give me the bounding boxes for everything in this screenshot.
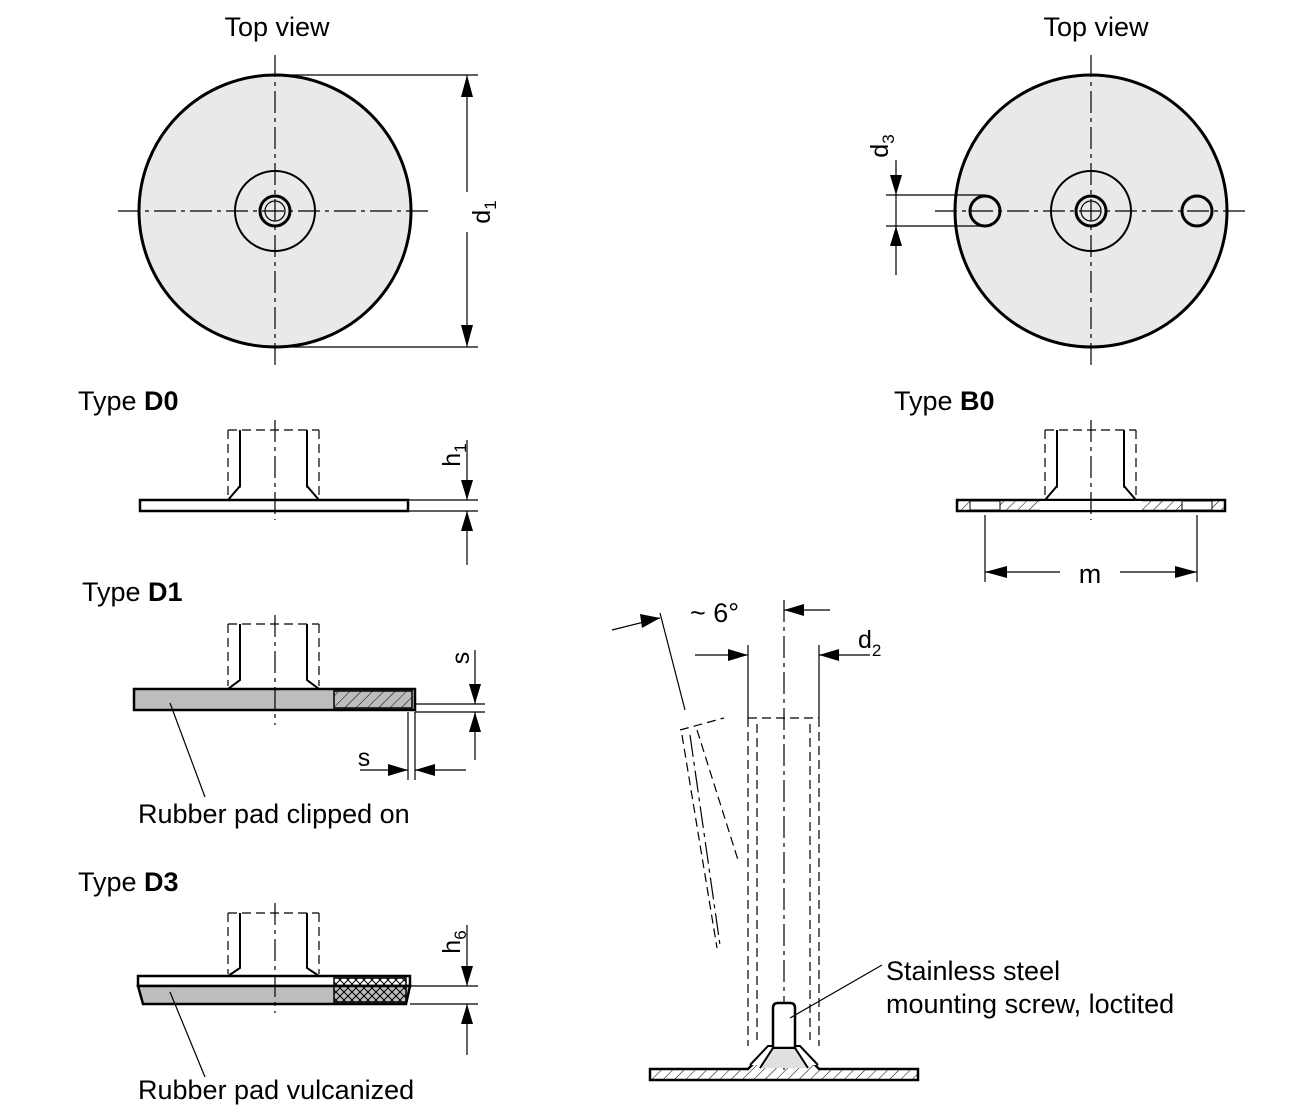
stem-hidden-outline bbox=[747, 717, 820, 1046]
type-d3-code: D3 bbox=[144, 867, 179, 897]
dimension-h6: h6 bbox=[410, 925, 478, 1055]
top-view-right: Top view d3 bbox=[866, 12, 1250, 366]
svg-text:h6: h6 bbox=[438, 930, 470, 953]
type-d0-prefix: Type bbox=[78, 386, 144, 416]
rubber-pad-section bbox=[333, 690, 413, 709]
dimension-m: m bbox=[984, 515, 1198, 589]
type-d0-section: Type D0 h1 bbox=[78, 386, 478, 565]
leader-rubber-vulcanized bbox=[169, 991, 206, 1078]
type-d1-section: Type D1 s s Rubber bbox=[82, 577, 485, 829]
h6-base: h bbox=[438, 940, 466, 954]
d2-sub: 2 bbox=[872, 641, 881, 660]
angle-arrow-head bbox=[784, 604, 804, 616]
type-b0-prefix: Type bbox=[894, 386, 960, 416]
stem-outline-d1 bbox=[227, 624, 320, 690]
type-d1-label: Type D1 bbox=[82, 577, 183, 607]
type-d1-prefix: Type bbox=[82, 577, 148, 607]
type-b0-label: Type B0 bbox=[894, 386, 995, 416]
screw-label-line2: mounting screw, loctited bbox=[886, 989, 1174, 1019]
dimension-d1: d1 bbox=[275, 74, 500, 348]
leader-screw bbox=[789, 964, 883, 1019]
svg-text:h1: h1 bbox=[438, 443, 470, 466]
type-d0-code: D0 bbox=[144, 386, 179, 416]
stem-hidden-lines-d1 bbox=[227, 623, 320, 686]
rubber-vulcanized-label: Rubber pad vulcanized bbox=[138, 1075, 414, 1105]
d2-base: d bbox=[858, 626, 872, 654]
tilt-arrow-head bbox=[640, 614, 660, 628]
type-d0-label: Type D0 bbox=[78, 386, 179, 416]
s-side-label: s bbox=[358, 744, 371, 772]
type-b0-section: Type B0 m bbox=[894, 386, 1227, 589]
angle-label: ~ 6° bbox=[690, 598, 739, 628]
top-view-left: Top view d1 bbox=[118, 12, 500, 366]
stem-hidden-lines bbox=[227, 429, 320, 498]
type-d3-label: Type D3 bbox=[78, 867, 179, 897]
leveling-foot-section: ~ 6° d2 Stainless steel mounting screw, … bbox=[611, 598, 1174, 1082]
stem-outline-b0 bbox=[1044, 430, 1137, 501]
dimension-s-top: s bbox=[415, 650, 485, 760]
tilt-extension-line bbox=[659, 612, 686, 711]
svg-text:d3: d3 bbox=[866, 134, 898, 157]
h1-sub: 1 bbox=[451, 443, 470, 452]
top-view-left-title: Top view bbox=[224, 12, 330, 42]
rubber-pad-vulcanized-section bbox=[333, 977, 407, 1003]
type-d3-prefix: Type bbox=[78, 867, 144, 897]
screw-label-line1: Stainless steel bbox=[886, 956, 1060, 986]
tilted-stem-ghost bbox=[679, 717, 739, 949]
type-d1-code: D1 bbox=[148, 577, 183, 607]
dimension-s-side: s bbox=[358, 712, 466, 780]
d1-base: d bbox=[468, 210, 496, 224]
stem-hidden-lines-d3 bbox=[227, 912, 320, 974]
d3-base: d bbox=[866, 144, 894, 158]
rubber-clipped-label: Rubber pad clipped on bbox=[138, 799, 410, 829]
dimension-h1: h1 bbox=[408, 440, 478, 565]
leader-rubber-clipped bbox=[169, 702, 206, 798]
screw-head bbox=[759, 1047, 809, 1069]
h1-base: h bbox=[438, 453, 466, 467]
mounting-screw bbox=[771, 1001, 797, 1050]
d2-label: d2 bbox=[858, 626, 881, 660]
s-top-label: s bbox=[447, 652, 475, 665]
dimension-d3: d3 bbox=[866, 134, 985, 275]
d3-sub: 3 bbox=[879, 134, 898, 143]
top-view-right-title: Top view bbox=[1043, 12, 1149, 42]
tilted-centerline bbox=[689, 734, 721, 946]
d1-sub: 1 bbox=[481, 200, 500, 209]
stem-outline bbox=[227, 430, 320, 501]
stem-outline-d3 bbox=[227, 913, 320, 977]
type-b0-code: B0 bbox=[960, 386, 995, 416]
base-plate-d0 bbox=[138, 498, 410, 513]
h6-sub: 6 bbox=[451, 930, 470, 939]
svg-text:d1: d1 bbox=[468, 200, 500, 223]
dimension-d2: d2 bbox=[695, 626, 881, 718]
m-label: m bbox=[1079, 559, 1102, 589]
hole-section-left bbox=[969, 500, 1001, 511]
hole-section-right bbox=[1181, 500, 1213, 511]
type-d3-section: Type D3 h6 Rubber pad vulcanized bbox=[78, 867, 478, 1105]
